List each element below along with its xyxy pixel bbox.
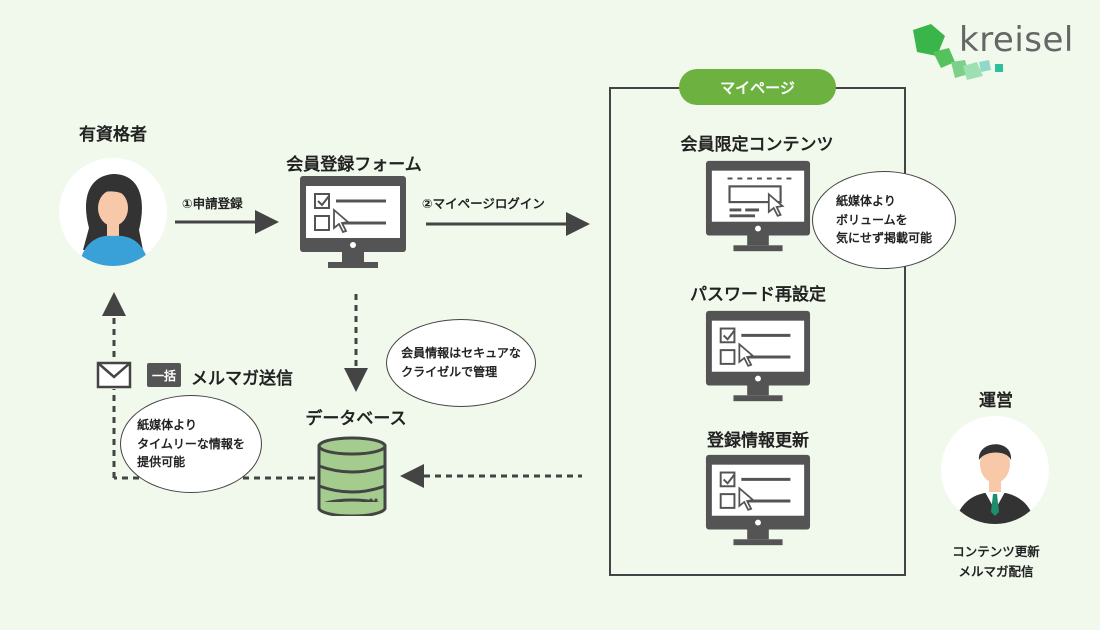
mypage-title: マイページ: [679, 69, 836, 105]
applicant-avatar: [59, 158, 167, 266]
database-icon: [317, 436, 387, 516]
mail-icon: [96, 361, 132, 389]
applicant-label: 有資格者: [79, 125, 147, 145]
bubble-line: クライゼルで管理: [401, 365, 498, 379]
password-monitor-icon: [705, 310, 811, 402]
kreisel-logo: kreisel: [905, 18, 1085, 90]
login-label: ②マイページログイン: [422, 196, 545, 211]
section-profile-update-label: 登録情報更新: [707, 431, 809, 451]
operator-label: 運営: [979, 391, 1013, 411]
register-arrow: [175, 210, 279, 234]
bulk-badge: 一括: [147, 363, 181, 387]
man-icon: [955, 444, 1035, 524]
bubble-line: 紙媒体より: [835, 194, 896, 209]
mail-bubble: 紙媒体より タイムリーな情報を 提供可能: [120, 395, 262, 493]
bubble-line: タイムリーな情報を: [137, 436, 245, 451]
operator-duty-content: コンテンツ更新: [952, 544, 1040, 559]
logo-text: kreisel: [959, 20, 1074, 60]
form-label: 会員登録フォーム: [286, 155, 422, 175]
database-label: データベース: [305, 409, 407, 429]
register-label: ①申請登録: [182, 196, 243, 211]
operator-avatar: [941, 416, 1049, 524]
form-monitor-icon: [300, 176, 406, 268]
woman-icon: [79, 174, 149, 266]
bubble-line: 会員情報はセキュアな: [401, 346, 521, 361]
newsletter-label: メルマガ送信: [191, 369, 293, 389]
form-to-db-arrow: [344, 294, 368, 392]
bubble-line: ボリュームを: [835, 212, 908, 227]
bubble-line: 紙媒体より: [137, 418, 197, 433]
section-members-content-label: 会員限定コンテンツ: [680, 135, 834, 155]
bubble-line: 気にせず掲載可能: [835, 231, 932, 246]
section-password-reset-label: パスワード再設定: [690, 285, 826, 305]
bubble-line: 提供可能: [137, 455, 186, 470]
profile-monitor-icon: [705, 454, 811, 546]
login-arrow: [426, 212, 590, 236]
secure-bubble: 会員情報はセキュアな クライゼルで管理: [386, 319, 536, 407]
operator-duty-newsletter: メルマガ配信: [958, 564, 1034, 579]
mypage-to-db-arrow: [400, 464, 582, 488]
content-bubble: 紙媒体より ボリュームを 気にせず掲載可能: [812, 171, 956, 269]
logo-mark: [913, 24, 1003, 80]
content-monitor-icon: [705, 160, 811, 252]
